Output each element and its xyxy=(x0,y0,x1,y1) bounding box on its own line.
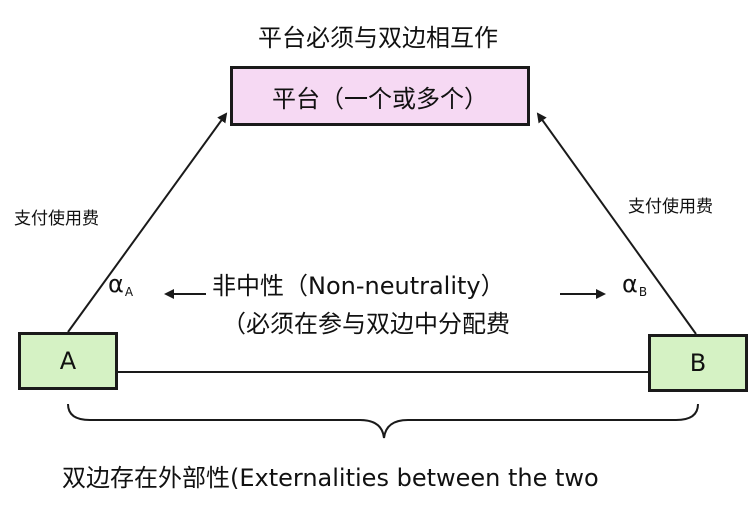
node-a-label: A xyxy=(59,347,77,375)
node-b-box: B xyxy=(648,334,748,392)
platform-label: 平台（一个或多个） xyxy=(272,84,488,113)
alpha-b-subscript: B xyxy=(638,285,648,299)
curly-brace xyxy=(67,403,699,439)
fee-allocation-label: （必须在参与双边中分配费 xyxy=(222,310,510,338)
non-neutrality-label: 非中性（Non-neutrality） xyxy=(212,272,505,300)
fee-label-right: 支付使用费 xyxy=(628,197,713,217)
alpha-b-symbol: αB xyxy=(622,270,648,299)
alpha-a-subscript: A xyxy=(124,285,134,299)
platform-box: 平台（一个或多个） xyxy=(230,66,530,126)
arrow-b-to-platform xyxy=(536,112,697,335)
node-b-label: B xyxy=(689,349,707,377)
externalities-label: 双边存在外部性(Externalities between the two xyxy=(62,464,599,492)
arrow-a-to-platform xyxy=(67,112,228,333)
node-a-box: A xyxy=(18,332,118,390)
diagram-title: 平台必须与双边相互作 xyxy=(258,24,498,52)
alpha-a-glyph: α xyxy=(108,270,124,298)
alpha-b-glyph: α xyxy=(622,270,638,298)
alpha-a-symbol: αA xyxy=(108,270,134,299)
fee-label-left: 支付使用费 xyxy=(14,209,99,229)
